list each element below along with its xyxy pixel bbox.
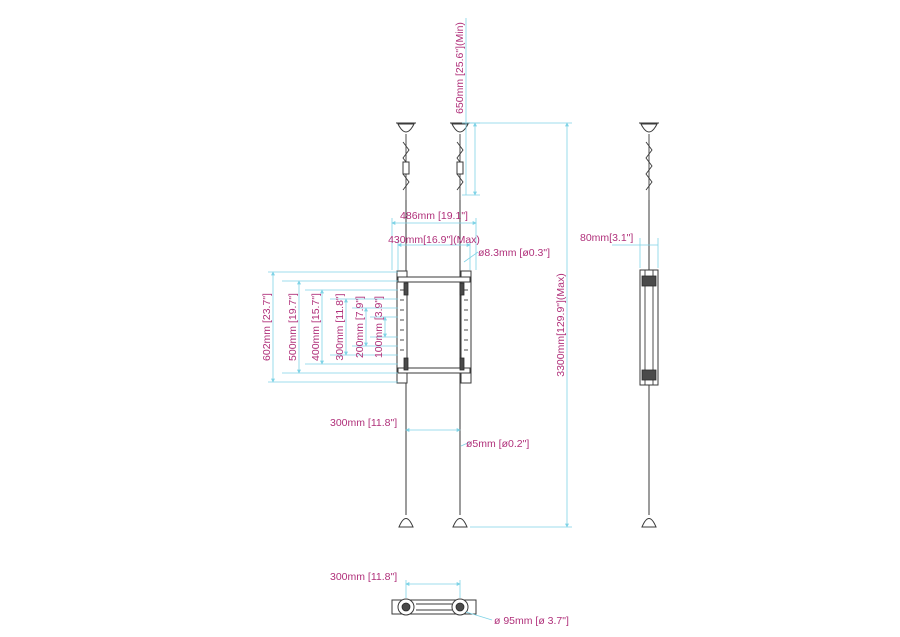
side-view bbox=[639, 122, 659, 528]
height-100-label: 100mm [3.9"] bbox=[373, 296, 385, 358]
ceiling-gap-label: 650mm [25.6"](Min) bbox=[454, 22, 466, 114]
inner-width-label: 430mm[16.9"](Max) bbox=[388, 234, 480, 246]
side-depth-label: 80mm[3.1"] bbox=[580, 232, 633, 244]
height-300-label: 300mm [11.8"] bbox=[334, 293, 346, 360]
height-602-label: 602mm [23.7"] bbox=[261, 293, 273, 361]
floor-base-left bbox=[398, 518, 414, 528]
mounting-frame bbox=[396, 270, 472, 384]
dimension-lines bbox=[268, 18, 659, 621]
cable-diameter-label: ø5mm [ø0.2"] bbox=[466, 438, 529, 450]
height-500-label: 500mm [19.7"] bbox=[287, 293, 299, 361]
pole-spacing-label: 300mm [11.8"] bbox=[330, 417, 397, 429]
floor-base-right bbox=[452, 518, 468, 528]
outer-width-label: 486mm [19.1"] bbox=[400, 210, 468, 222]
base-diameter-label: ø 95mm [ø 3.7"] bbox=[494, 615, 569, 627]
ceiling-plate-left bbox=[396, 122, 416, 133]
front-view bbox=[396, 122, 472, 528]
ceiling-plate-right bbox=[450, 122, 470, 133]
height-200-label: 200mm [7.9"] bbox=[354, 296, 366, 358]
top-view-spacing-label: 300mm [11.8"] bbox=[330, 571, 397, 583]
turnbuckle-right bbox=[456, 134, 464, 200]
top-view bbox=[391, 598, 477, 616]
height-400-label: 400mm [15.7"] bbox=[310, 293, 322, 361]
total-height-label: 3300mm[129.9"](Max) bbox=[555, 273, 567, 377]
hole-diameter-label: ø8.3mm [ø0.3"] bbox=[478, 247, 550, 259]
turnbuckle-left bbox=[402, 134, 410, 200]
dimension-labels: 650mm [25.6"](Min) 3300mm[129.9"](Max) 8… bbox=[261, 22, 633, 627]
